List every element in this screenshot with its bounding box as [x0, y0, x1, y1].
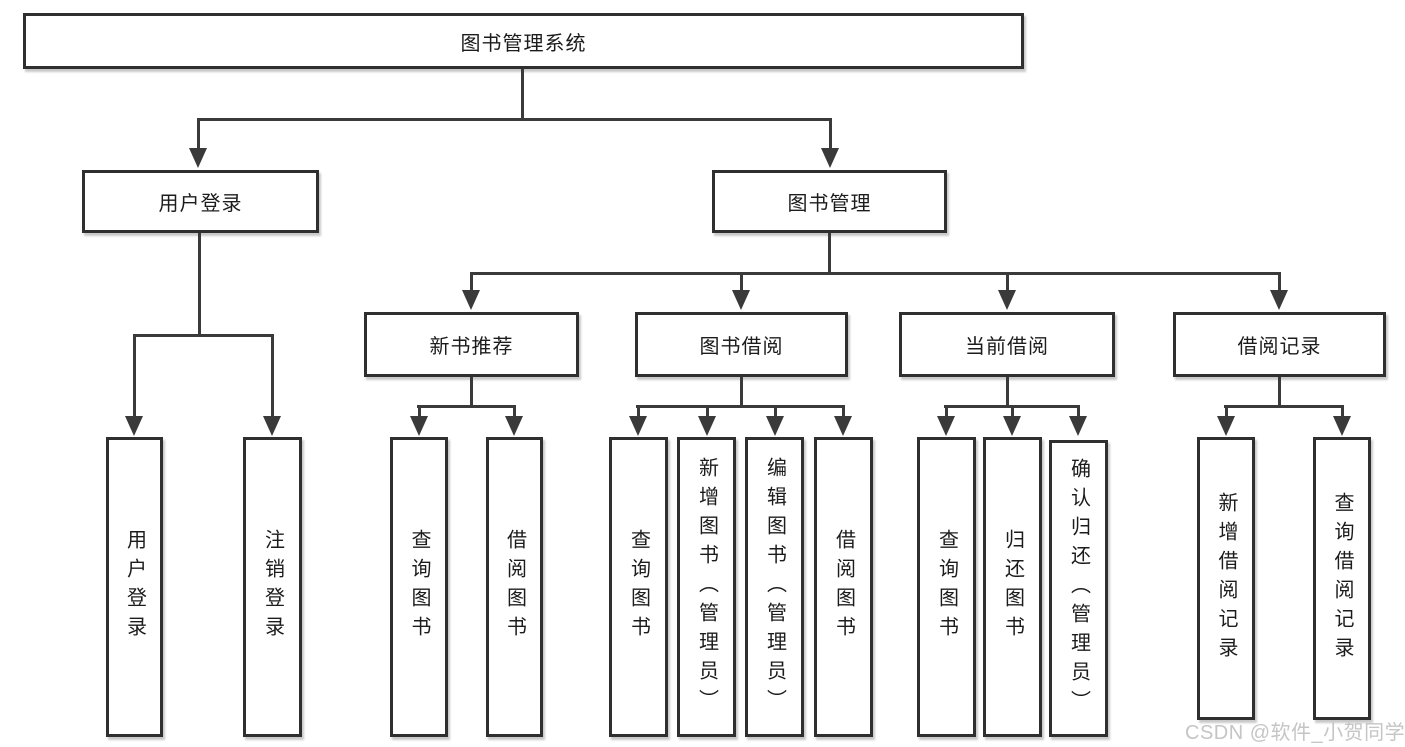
connector-book-borrowing-bus: [636, 405, 844, 408]
leaf-cb-query-books: 查询图书: [917, 437, 976, 737]
connector-to-book-management: [829, 118, 832, 150]
node-book-management: 图书管理: [712, 170, 947, 233]
connector-to-br-add: [1225, 405, 1228, 418]
node-label: 用户登录: [158, 193, 243, 215]
leaf-bb-edit-books-admin: 编辑图书（管理员）: [745, 437, 804, 737]
node-new-book-recommend: 新书推荐: [364, 312, 579, 377]
connector-new-books-bus: [417, 405, 515, 408]
arrowhead-book-borrowing: [732, 290, 750, 310]
node-current-borrowing: 当前借阅: [899, 312, 1115, 377]
node-library-system: 图书管理系统: [23, 13, 1024, 69]
leaf-logout: 注销登录: [243, 437, 302, 737]
connector-to-new-books: [470, 272, 473, 292]
connector-to-current-borrowing: [1006, 272, 1009, 292]
node-user-login: 用户登录: [82, 170, 319, 233]
leaf-label: 查询借阅记录: [1331, 491, 1353, 666]
connector-to-cb-return: [1011, 405, 1014, 418]
connector-new-books-stem: [470, 377, 473, 408]
connector-to-leaf-login: [133, 334, 136, 418]
leaf-label: 确认归还（管理员）: [1067, 458, 1090, 719]
connector-to-bb-borrow: [842, 405, 845, 418]
leaf-br-add-record: 新增借阅记录: [1197, 437, 1255, 720]
arrowhead-borrowing-records: [1270, 290, 1288, 310]
leaf-label: 借阅图书: [832, 529, 855, 645]
leaf-bb-query-books: 查询图书: [609, 437, 668, 737]
arrowhead-nb-borrow: [505, 416, 523, 436]
connector-to-cb-query: [945, 405, 948, 418]
leaf-label: 用户登录: [123, 529, 146, 645]
connector-book-management-stem: [828, 233, 831, 274]
connector-to-nb-borrow: [513, 405, 516, 418]
connector-to-br-query: [1341, 405, 1344, 418]
node-label: 当前借阅: [965, 336, 1049, 358]
connector-user-login-stem: [198, 233, 201, 336]
arrowhead-book-management: [821, 148, 839, 168]
connector-user-login-bus: [133, 334, 273, 337]
leaf-user-login: 用户登录: [106, 437, 163, 737]
connector-to-bb-query: [637, 405, 640, 418]
connector-to-leaf-logout: [271, 334, 274, 418]
connector-book-borrowing-stem: [740, 377, 743, 408]
leaf-nb-borrow-books: 借阅图书: [486, 437, 543, 737]
connector-to-nb-query: [418, 405, 421, 418]
arrowhead-bb-borrow: [834, 416, 852, 436]
connector-to-bb-edit: [774, 405, 777, 418]
arrowhead-br-add: [1217, 416, 1235, 436]
arrowhead-leaf-logout: [263, 416, 281, 436]
node-label: 图书管理系统: [460, 32, 587, 55]
leaf-label: 新增图书（管理员）: [695, 456, 718, 718]
arrowhead-cb-confirm: [1069, 416, 1087, 436]
node-label: 图书借阅: [699, 336, 784, 358]
arrowhead-current-borrowing: [998, 290, 1016, 310]
connector-to-cb-confirm: [1077, 405, 1080, 418]
leaf-label: 查询图书: [627, 529, 650, 645]
connector-to-bb-add: [706, 405, 709, 418]
connector-to-borrowing-records: [1278, 272, 1281, 292]
arrowhead-new-books: [462, 290, 480, 310]
arrowhead-nb-query: [410, 416, 428, 436]
leaf-label: 新增借阅记录: [1215, 491, 1237, 666]
node-book-borrowing: 图书借阅: [635, 312, 848, 377]
arrowhead-leaf-login: [125, 416, 143, 436]
connector-book-management-bus: [470, 272, 1280, 275]
connector-root-stem: [521, 69, 524, 120]
leaf-label: 编辑图书（管理员）: [763, 456, 786, 718]
connector-root-bus: [197, 118, 831, 121]
node-label: 新书推荐: [429, 336, 514, 358]
watermark-csdn: CSDN @软件_小贺同学: [1185, 722, 1405, 744]
leaf-cb-confirm-return-admin: 确认归还（管理员）: [1049, 440, 1108, 737]
arrowhead-bb-edit: [766, 416, 784, 436]
node-borrowing-records: 借阅记录: [1173, 312, 1386, 377]
leaf-label: 查询图书: [935, 529, 958, 645]
connector-current-borrowing-stem: [1006, 377, 1009, 408]
leaf-label: 归还图书: [1001, 529, 1024, 645]
arrowhead-cb-query: [937, 416, 955, 436]
node-label: 图书管理: [787, 193, 872, 215]
leaf-bb-borrow-books: 借阅图书: [814, 437, 873, 737]
arrowhead-bb-query: [629, 416, 647, 436]
arrowhead-bb-add: [698, 416, 716, 436]
leaf-label: 查询图书: [408, 529, 430, 645]
leaf-label: 注销登录: [261, 529, 284, 645]
connector-to-user-login: [197, 118, 200, 150]
arrowhead-user-login: [189, 148, 207, 168]
connector-borrowing-records-stem: [1278, 377, 1281, 408]
leaf-label: 借阅图书: [503, 529, 526, 645]
leaf-nb-query-books: 查询图书: [390, 437, 448, 737]
connector-to-book-borrowing: [740, 272, 743, 292]
arrowhead-br-query: [1333, 416, 1351, 436]
node-label: 借阅记录: [1237, 336, 1322, 358]
connector-borrowing-records-bus: [1224, 405, 1343, 408]
leaf-cb-return-books: 归还图书: [983, 437, 1042, 737]
arrowhead-cb-return: [1003, 416, 1021, 436]
leaf-br-query-record: 查询借阅记录: [1313, 437, 1371, 720]
leaf-bb-add-books-admin: 新增图书（管理员）: [677, 437, 736, 737]
